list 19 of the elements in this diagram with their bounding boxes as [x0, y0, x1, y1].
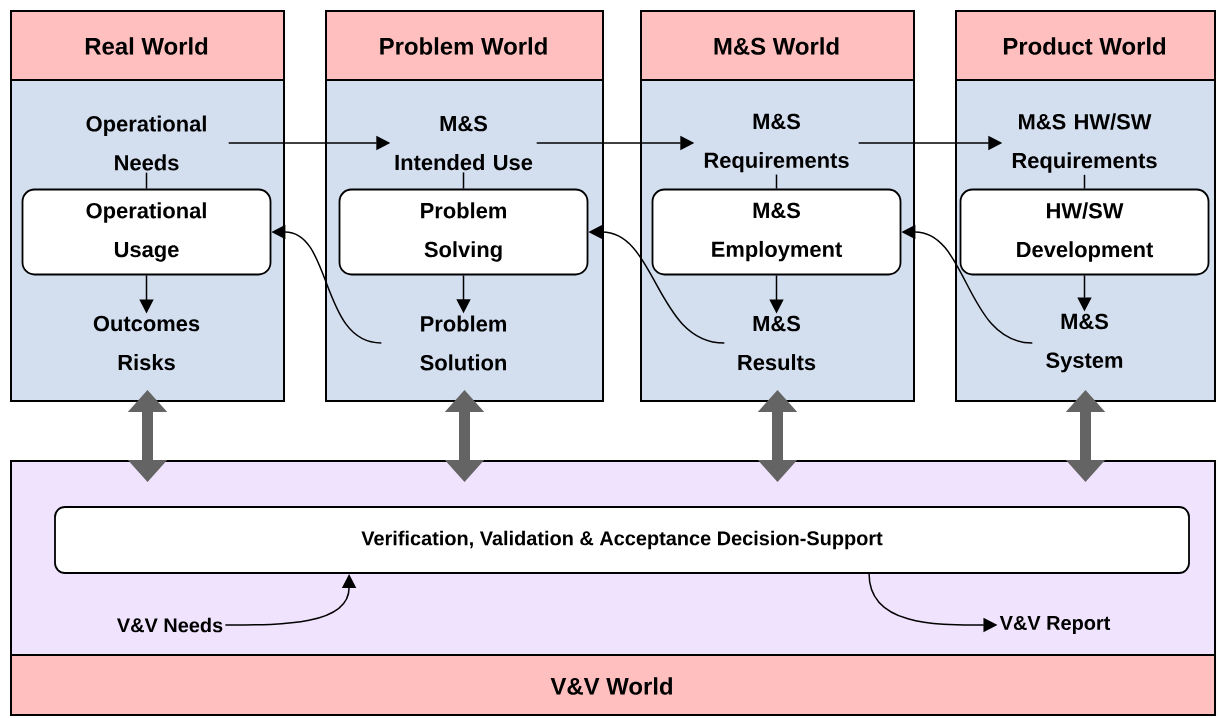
- process-box: HW/SW Development: [959, 188, 1210, 276]
- text-label: M&S System: [1046, 313, 1123, 373]
- connector-line: [775, 173, 778, 190]
- text-label: V&V Report: [999, 616, 1111, 634]
- connector-line: [462, 171, 465, 190]
- connector-line: [145, 171, 148, 190]
- process-box: Problem Solving: [338, 188, 589, 276]
- text-label: V&V Needs: [117, 617, 223, 633]
- process-box: Verification, Validation & Acceptance Decision-Support: [54, 506, 1190, 574]
- text-label: M&S Results: [738, 315, 816, 371]
- text-label: M&S Requirements: [704, 113, 849, 173]
- text-label: Problem Solution: [420, 315, 506, 371]
- text-label: Operational Needs: [86, 115, 206, 171]
- connector-line: [1083, 174, 1086, 190]
- text-label: M&S HW/SW Requirements: [1012, 113, 1157, 173]
- text-label: Outcomes Risks: [93, 315, 200, 371]
- process-box: M&S Employment: [651, 188, 902, 276]
- text-label: M&S Intended Use: [395, 115, 533, 171]
- process-box: Operational Usage: [21, 188, 272, 276]
